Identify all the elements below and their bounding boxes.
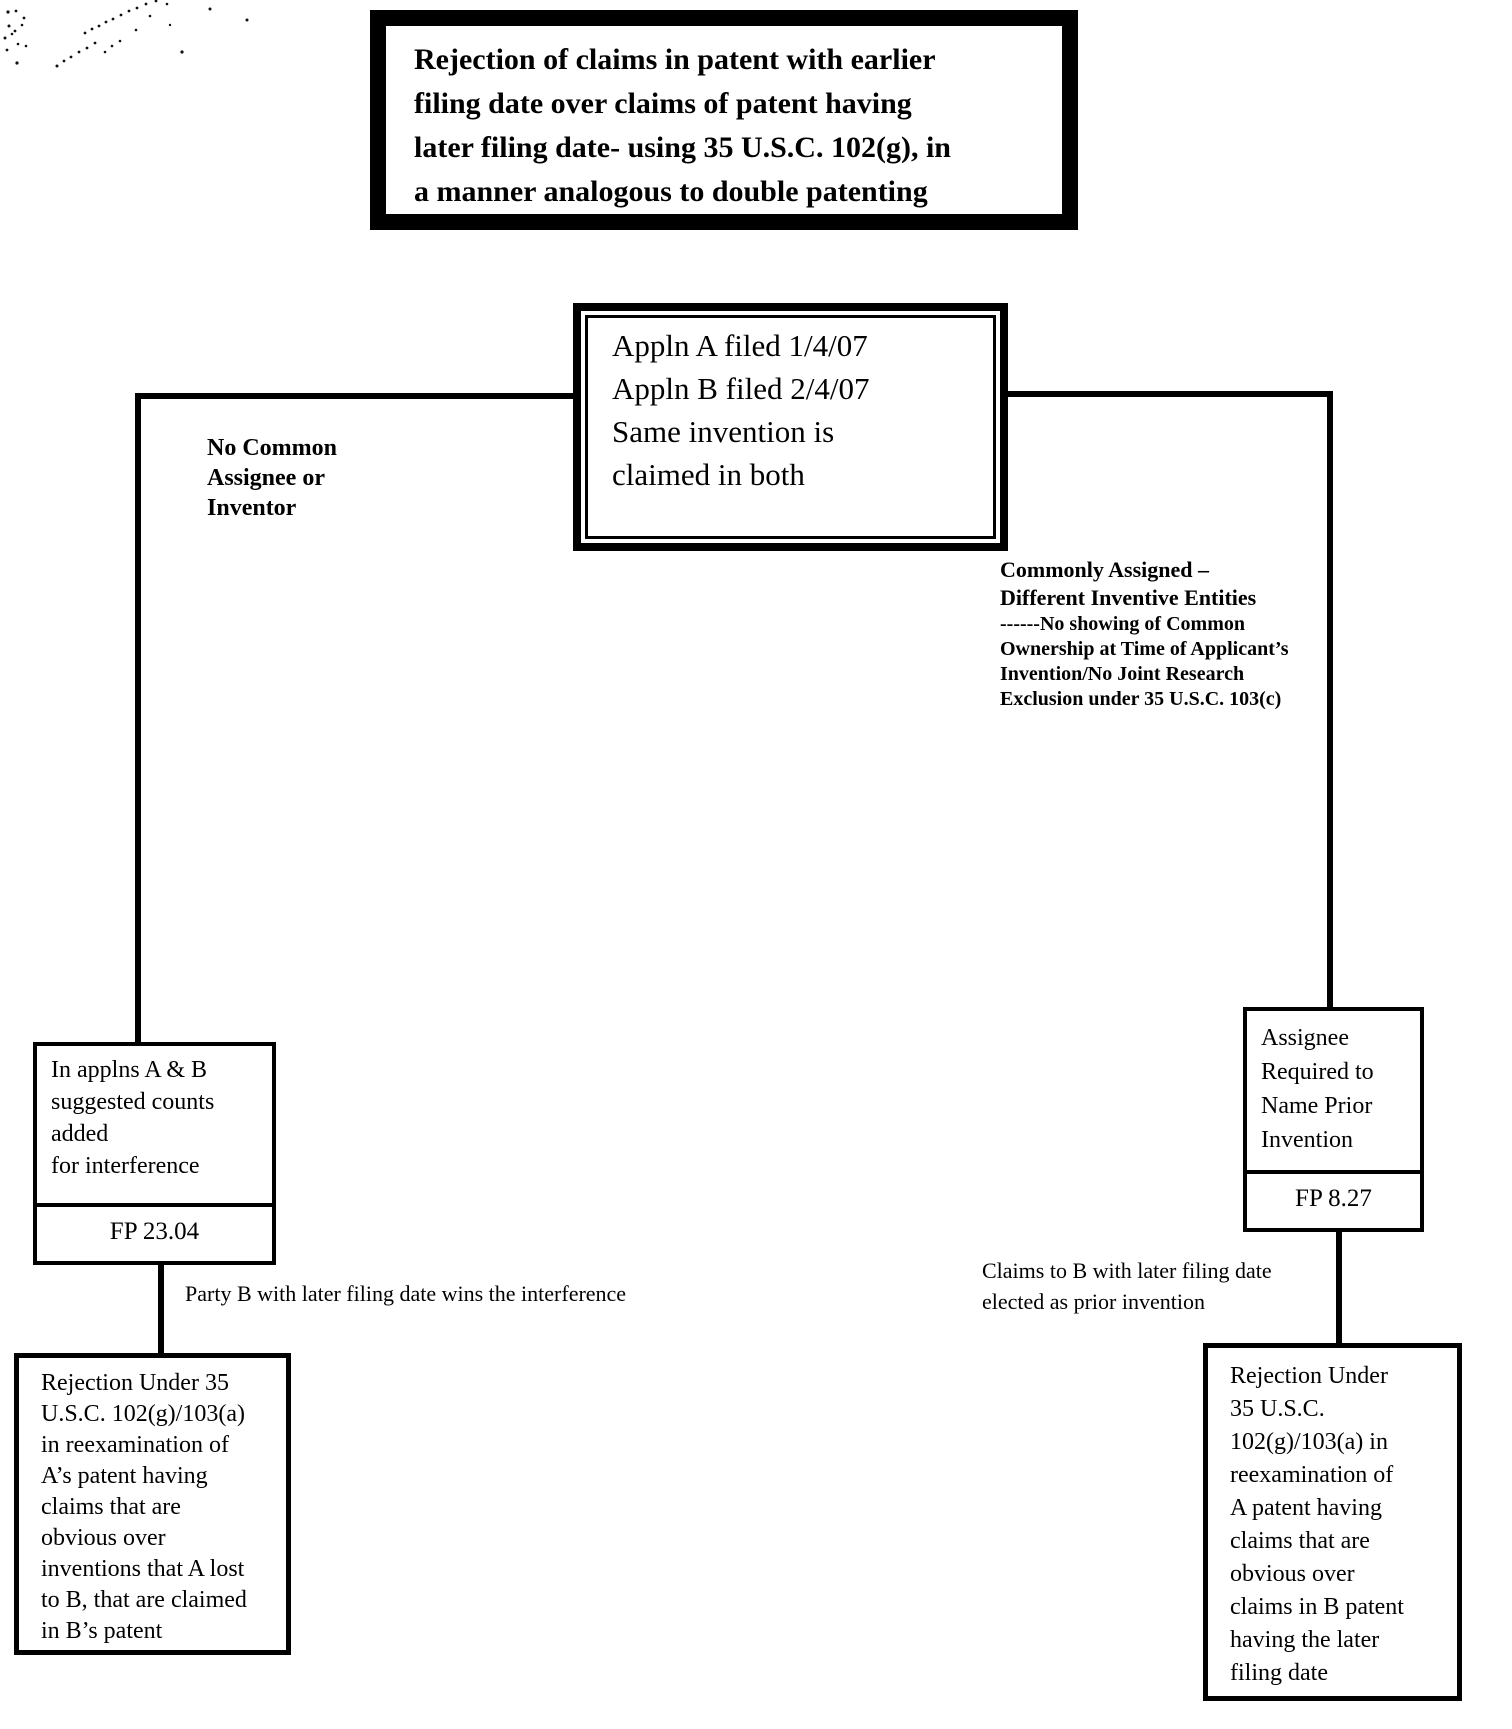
root-node-text: Appln A filed 1/4/07 Appln B filed 2/4/0… bbox=[612, 328, 870, 492]
root-node-box: Appln A filed 1/4/07 Appln B filed 2/4/0… bbox=[573, 303, 1008, 551]
right-rejection-box: Rejection Under 35 U.S.C. 102(g)/103(a) … bbox=[1203, 1343, 1462, 1701]
prior-invention-box: Assignee Required to Name Prior Inventio… bbox=[1243, 1007, 1424, 1232]
left-rejection-box: Rejection Under 35 U.S.C. 102(g)/103(a) … bbox=[14, 1353, 291, 1655]
left-branch-label: No Common Assignee or Inventor bbox=[207, 435, 337, 521]
connector-left-horizontal bbox=[135, 393, 575, 399]
interference-box: In applns A & B suggested counts added f… bbox=[33, 1042, 276, 1265]
left-edge-label: Party B with later filing date wins the … bbox=[185, 1281, 627, 1306]
right-branch-label: Commonly Assigned – Different Inventive … bbox=[1000, 556, 1345, 712]
prior-invention-box-text: Assignee Required to Name Prior Inventio… bbox=[1261, 1025, 1374, 1153]
prior-invention-box-fp-label: FP 8.27 bbox=[1247, 1170, 1420, 1228]
page-title: Rejection of claims in patent with earli… bbox=[414, 43, 951, 208]
connector-left-lower-vertical bbox=[158, 1261, 164, 1357]
interference-box-fp-label: FP 23.04 bbox=[37, 1203, 272, 1261]
connector-left-vertical bbox=[135, 393, 141, 1044]
connector-right-lower-vertical bbox=[1336, 1228, 1342, 1347]
connector-right-vertical bbox=[1327, 391, 1333, 1009]
right-edge-label: Claims to B with later filing date elect… bbox=[982, 1258, 1272, 1314]
title-box: Rejection of claims in patent with earli… bbox=[370, 10, 1078, 230]
right-branch-label-sub: ------No showing of Common Ownership at … bbox=[1000, 613, 1289, 710]
scan-noise bbox=[3, 0, 249, 68]
interference-box-text: In applns A & B suggested counts added f… bbox=[51, 1057, 215, 1179]
connector-right-horizontal bbox=[1006, 391, 1333, 397]
root-node-inner-border: Appln A filed 1/4/07 Appln B filed 2/4/0… bbox=[585, 315, 996, 539]
right-branch-label-main: Commonly Assigned – Different Inventive … bbox=[1000, 557, 1257, 610]
